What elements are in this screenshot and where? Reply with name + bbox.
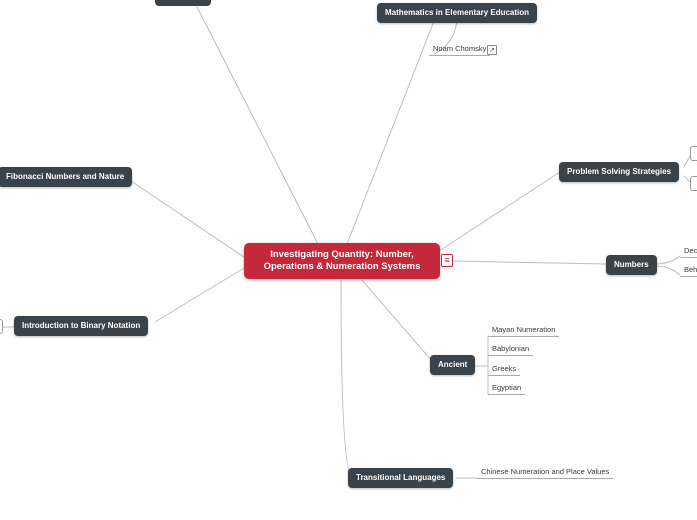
child-node-clipped-right-2[interactable] xyxy=(690,176,697,191)
connector-numbers-to-child-1 xyxy=(654,255,681,265)
topic-node-problem-solving[interactable]: Problem Solving Strategies xyxy=(559,162,680,182)
child-node-mayan-numeration[interactable]: Mayan Numeration xyxy=(488,325,560,337)
child-node-numbers-1[interactable]: Decim xyxy=(680,246,697,258)
central-topic-line2: Operations & Numeration Systems xyxy=(263,261,421,272)
connector-central-to-ancient xyxy=(361,279,432,361)
child-node-greeks[interactable]: Greeks xyxy=(488,364,521,376)
child-node-clipped-right-1[interactable] xyxy=(690,146,697,161)
connector-central-to-numbers xyxy=(452,260,607,265)
external-link-icon[interactable]: ↗ xyxy=(487,45,497,55)
topic-node-binary-notation[interactable]: Introduction to Binary Notation xyxy=(14,316,149,336)
topic-node-transitional-languages[interactable]: Transitional Languages xyxy=(348,468,454,488)
topic-node-mathematics[interactable]: Mathematics in Elementary Education xyxy=(377,3,538,23)
child-node-clipped-left[interactable] xyxy=(0,319,3,334)
connector-central-to-cutoff-top xyxy=(196,6,319,245)
topic-node-ancient[interactable]: Ancient xyxy=(430,355,476,375)
connector-central-to-fibonacci xyxy=(127,178,245,258)
child-node-chinese-numeration[interactable]: Chinese Numeration and Place Values xyxy=(477,467,614,479)
topic-node-clipped-top[interactable] xyxy=(155,0,211,6)
connector-numbers-to-child-2 xyxy=(654,265,681,276)
connector-central-to-binary xyxy=(154,267,245,323)
connector-central-to-transitional xyxy=(340,279,353,477)
child-node-numbers-2[interactable]: Behav xyxy=(680,265,697,277)
connector-central-to-mathematics xyxy=(346,20,435,245)
connector-central-to-problem-solving xyxy=(438,171,561,252)
child-node-egyptian[interactable]: Egyptian xyxy=(488,383,526,395)
child-node-babylonian[interactable]: Babylonian xyxy=(488,344,534,356)
central-topic-node[interactable]: Investigating Quantity: Number, Operatio… xyxy=(244,243,440,279)
notes-icon[interactable]: ≡ xyxy=(441,254,453,267)
topic-node-fibonacci[interactable]: Fibonacci Numbers and Nature xyxy=(0,167,133,187)
child-node-noam-chomsky[interactable]: Noam Chomsky xyxy=(429,44,491,56)
topic-node-numbers[interactable]: Numbers xyxy=(606,255,657,275)
central-topic-line1: Investigating Quantity: Number, xyxy=(270,249,414,260)
